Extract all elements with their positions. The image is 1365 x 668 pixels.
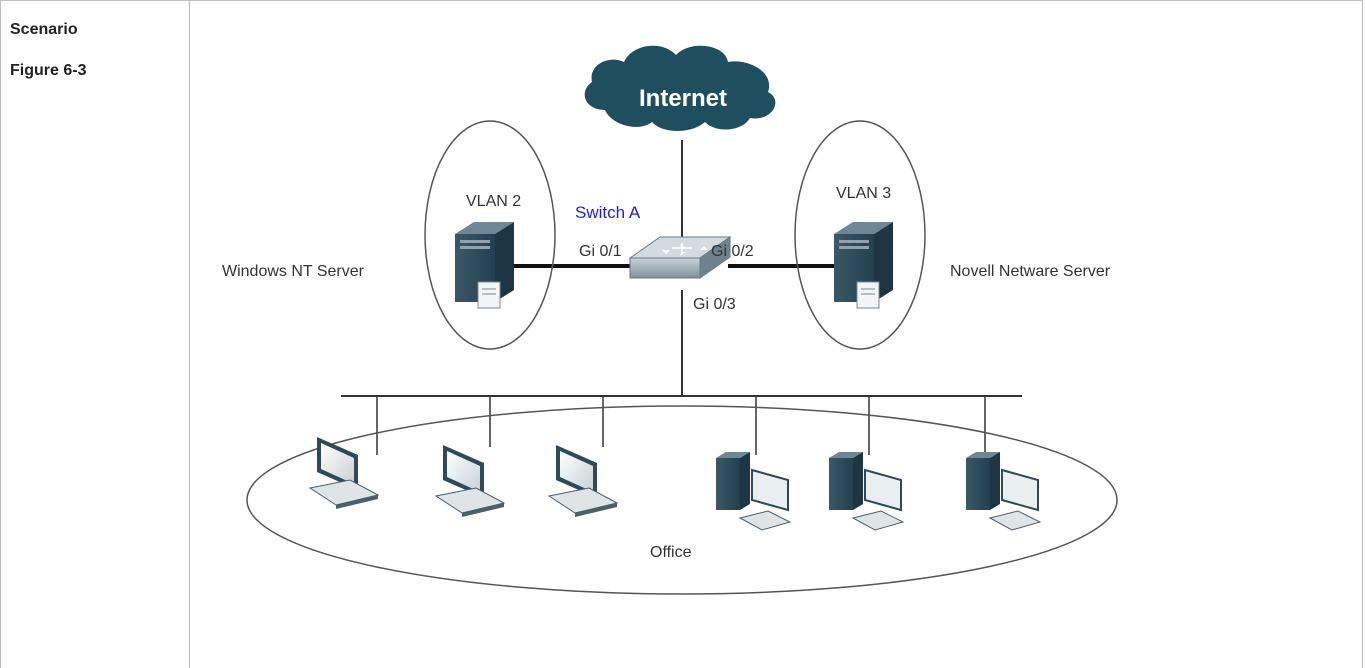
- vlan3-label: VLAN 3: [836, 185, 891, 202]
- internet-cloud: Internet: [584, 45, 776, 131]
- server-icon: [455, 222, 514, 309]
- laptop-icon: [308, 437, 380, 509]
- desktop-computer-icon: [716, 452, 792, 531]
- office-label: Office: [650, 544, 692, 561]
- vlan2-ellipse: [424, 120, 556, 350]
- port-gi02-label: Gi 0/2: [711, 243, 754, 260]
- office-ellipse: [246, 405, 1118, 595]
- scenario-heading: Scenario: [10, 21, 78, 38]
- server-icon: [834, 222, 893, 309]
- column-divider: [189, 0, 190, 668]
- switch-icon: [628, 236, 732, 279]
- windows-nt-server-label: Windows NT Server: [222, 263, 365, 280]
- vlan3-ellipse: [794, 120, 926, 350]
- port-gi03-label: Gi 0/3: [693, 296, 736, 313]
- desktop-computer-icon: [966, 452, 1042, 531]
- novell-netware-server-label: Novell Netware Server: [950, 263, 1111, 280]
- desktop-computer-icon: [829, 452, 905, 531]
- port-gi01-label: Gi 0/1: [579, 243, 622, 260]
- laptop-icon: [547, 445, 619, 517]
- switch-a-label: Switch A: [575, 203, 641, 222]
- laptop-icon: [434, 445, 506, 517]
- vlan2-label: VLAN 2: [466, 193, 521, 210]
- figure-label: Figure 6-3: [10, 62, 87, 79]
- internet-label: Internet: [639, 85, 727, 112]
